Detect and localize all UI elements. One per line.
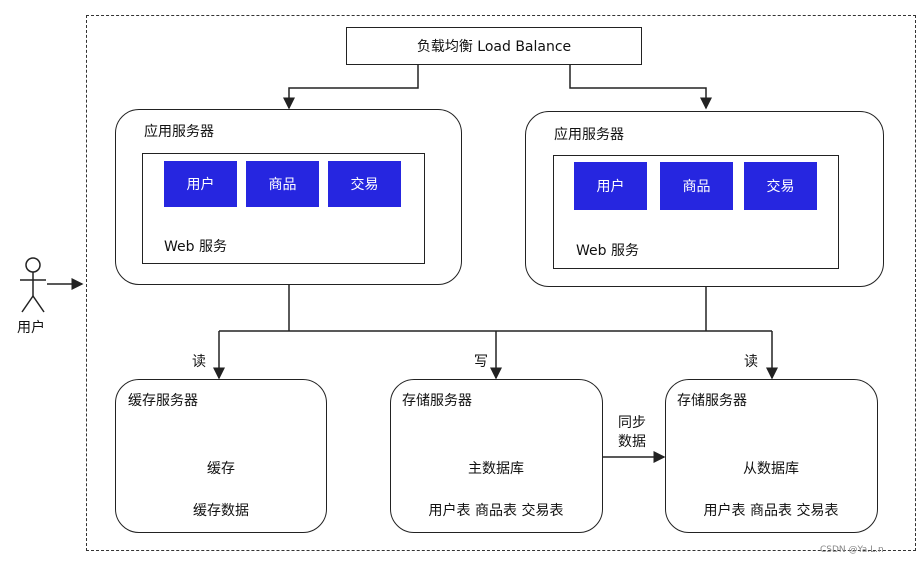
system-boundary [86, 15, 916, 551]
module-user-left: 用户 [164, 161, 237, 207]
slave-storage-title: 存储服务器 [677, 393, 747, 409]
lb-to-left-app [283, 65, 419, 110]
module-user-right: 用户 [574, 162, 647, 210]
label-read-left: 读 [192, 354, 206, 370]
user-label: 用户 [17, 320, 45, 336]
watermark: CSDN @Ya.L.n [820, 545, 884, 555]
master-caption: 用户表 商品表 交易表 [428, 503, 564, 519]
cache-caption: 缓存数据 [193, 503, 249, 519]
label-read-right: 读 [744, 354, 758, 370]
label-sync-data: 同步 数据 [618, 415, 646, 450]
master-storage-server [390, 379, 603, 533]
module-goods-right: 商品 [660, 162, 733, 210]
slave-storage-server [665, 379, 878, 533]
app-server-right-title: 应用服务器 [554, 127, 624, 143]
web-service-left-label: Web 服务 [164, 239, 227, 255]
cache-server [115, 379, 327, 533]
label-write: 写 [474, 354, 488, 370]
slave-caption: 用户表 商品表 交易表 [703, 503, 839, 519]
load-balancer-box: 负载均衡 Load Balance [346, 27, 642, 65]
slave-db-label: 从数据库 [743, 461, 799, 477]
cache-db-label: 缓存 [207, 461, 235, 477]
lb-to-right-app [569, 65, 712, 110]
master-storage-title: 存储服务器 [402, 393, 472, 409]
web-service-right-label: Web 服务 [576, 243, 639, 259]
module-goods-left: 商品 [246, 161, 319, 207]
user-figure-icon [20, 257, 46, 313]
app-server-left-title: 应用服务器 [144, 124, 214, 140]
module-trade-left: 交易 [328, 161, 401, 207]
master-db-label: 主数据库 [468, 461, 524, 477]
cache-server-title: 缓存服务器 [128, 393, 198, 409]
module-trade-right: 交易 [744, 162, 817, 210]
